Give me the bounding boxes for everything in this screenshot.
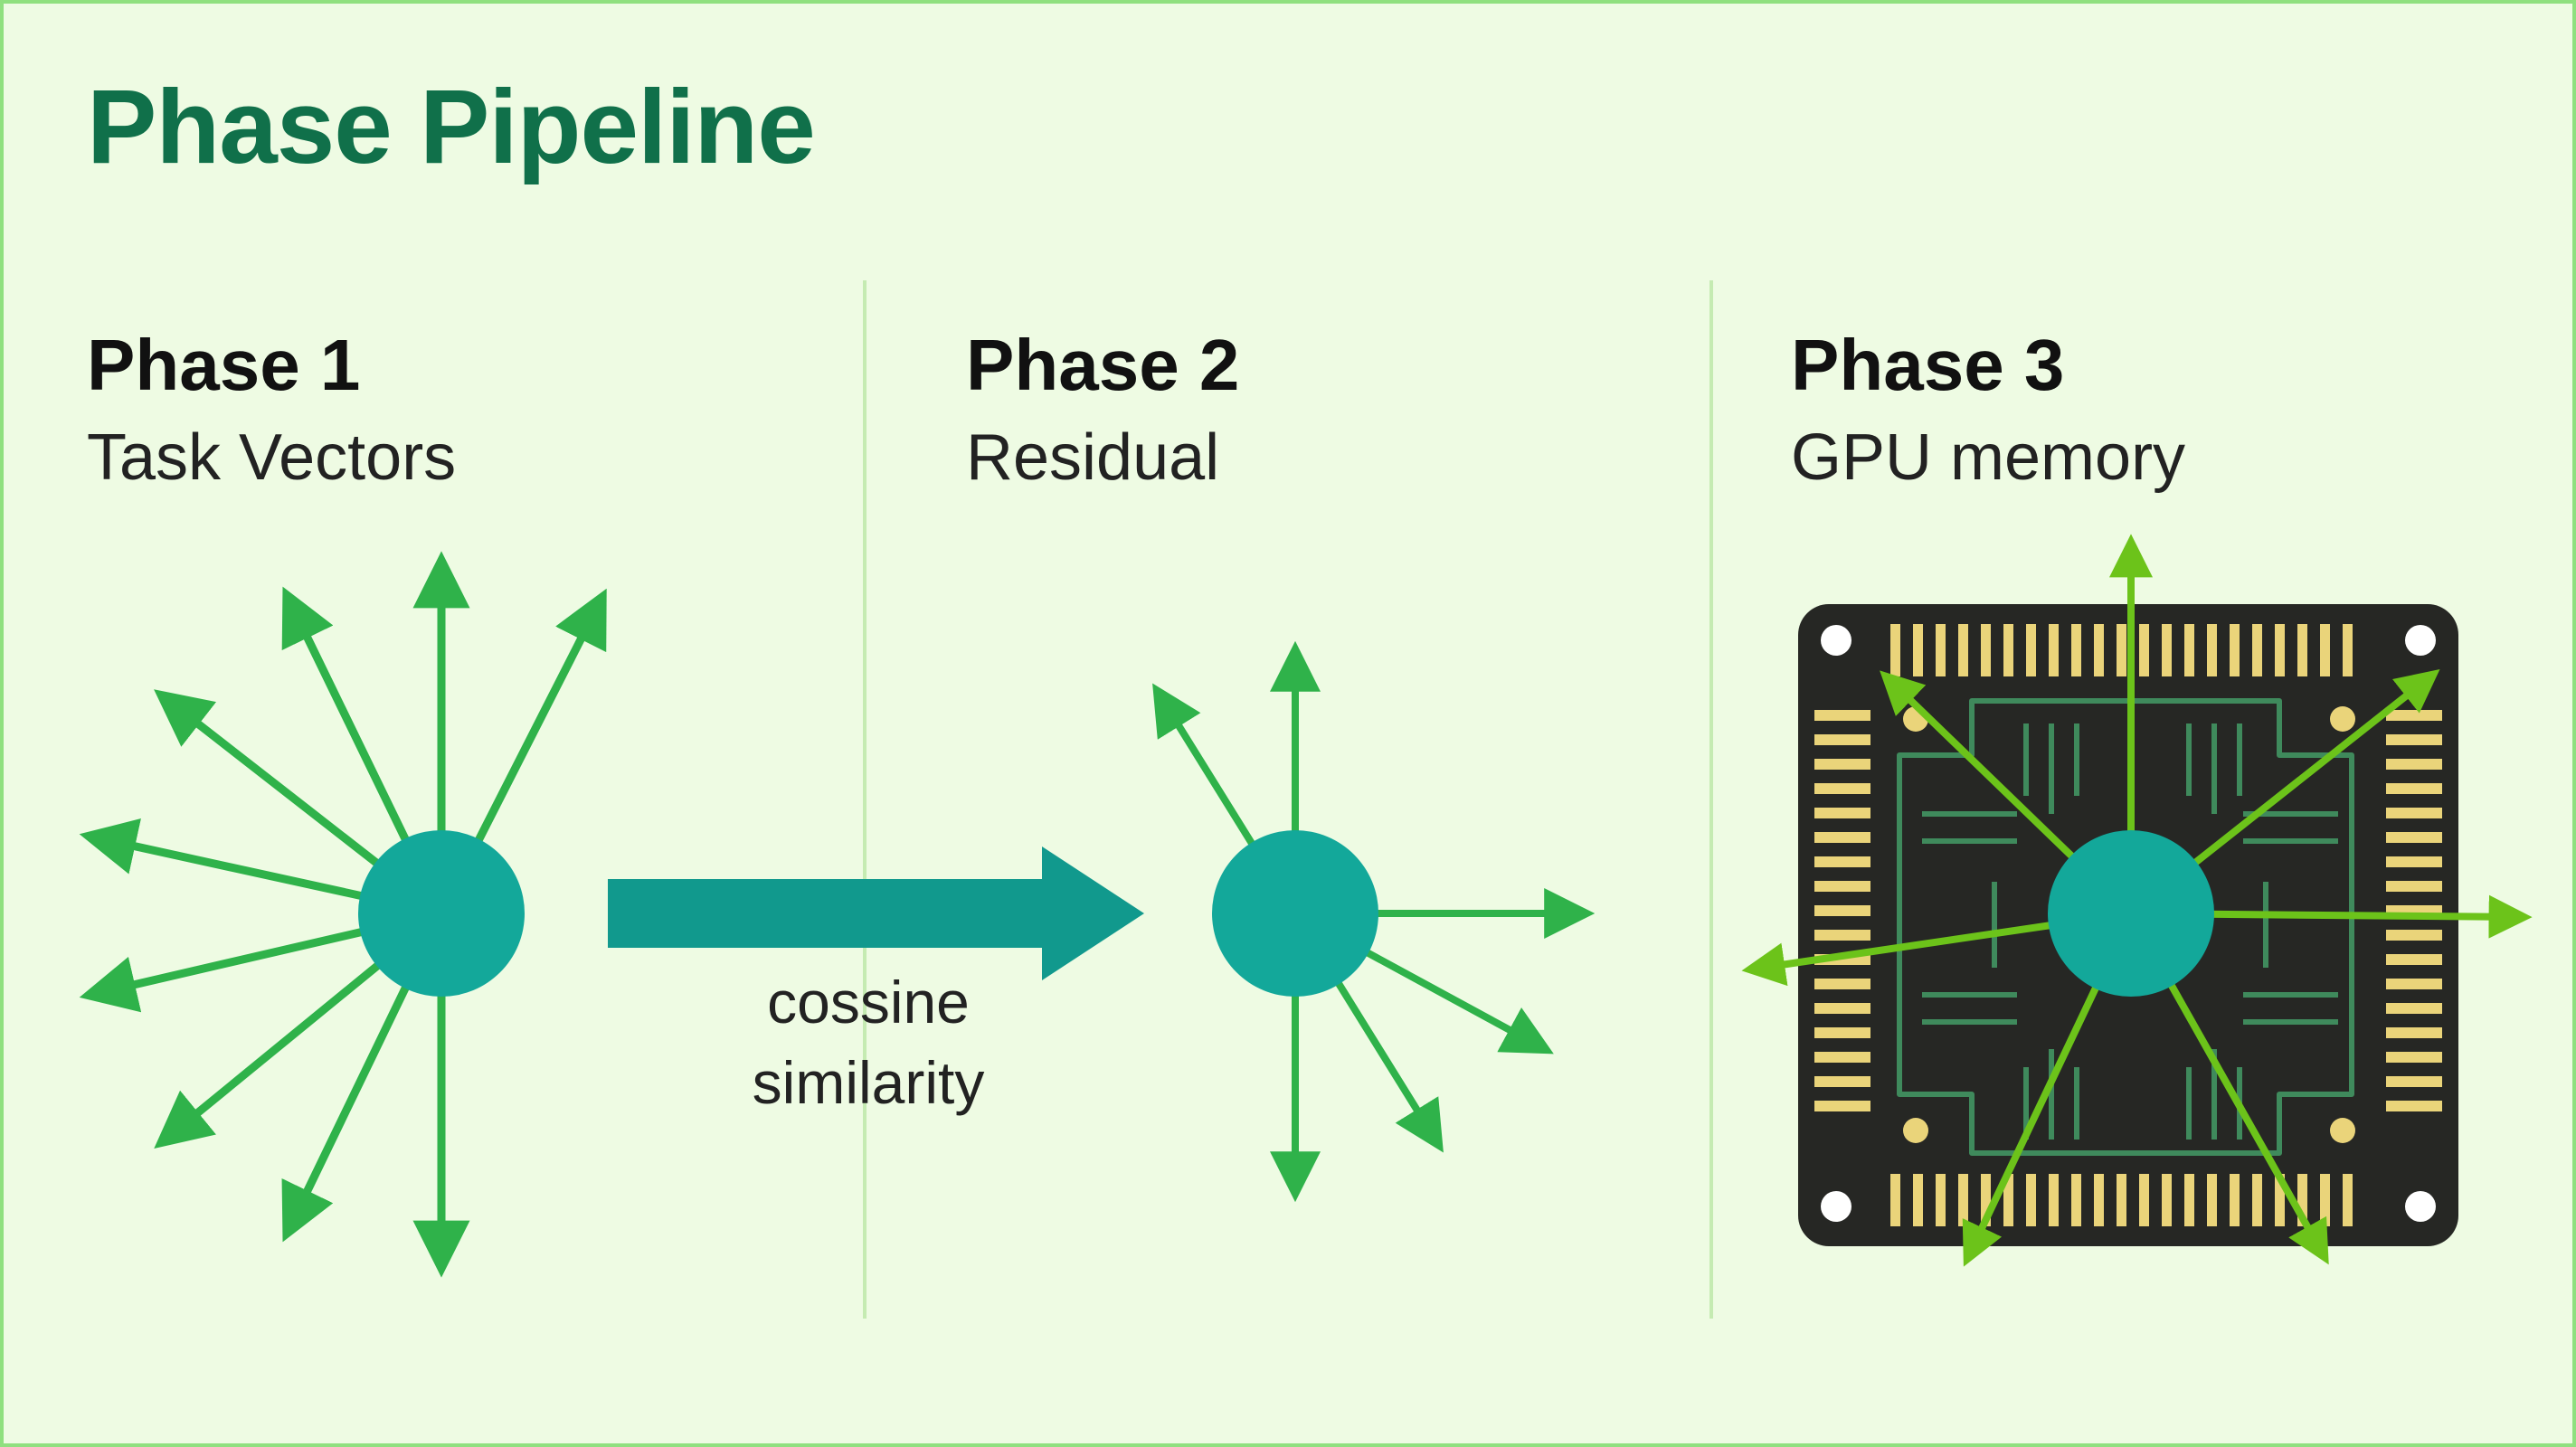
phase-3-heading: Phase 3 (1791, 325, 2065, 405)
transition-caption: cossine similarity (687, 962, 1049, 1123)
phase-3-node (2048, 830, 2214, 997)
phase-1-node (358, 830, 525, 997)
page-title: Phase Pipeline (87, 68, 816, 185)
chip-pins (1814, 624, 2442, 1226)
phase-2-heading: Phase 2 (966, 325, 1240, 405)
radial-vectors-icon (79, 551, 607, 1278)
chip-mount-holes (1821, 625, 2436, 1222)
phase-2-subtitle: Residual (966, 421, 1220, 494)
pipeline-arrow (608, 846, 1144, 980)
phase-2-node (1212, 830, 1378, 997)
phase-3-subtitle: GPU memory (1791, 421, 2186, 494)
transition-caption-line1: cossine (767, 969, 970, 1036)
task-vector-arrows (79, 551, 607, 1278)
chip-circuit-traces (1897, 698, 2354, 1156)
divider-right (1709, 280, 1713, 1319)
phase-1-heading: Phase 1 (87, 325, 361, 405)
divider-left (863, 280, 867, 1319)
pruned-vectors-icon (1152, 640, 1596, 1203)
transition-caption-line2: similarity (752, 1049, 985, 1117)
phase-1-subtitle: Task Vectors (87, 421, 457, 494)
